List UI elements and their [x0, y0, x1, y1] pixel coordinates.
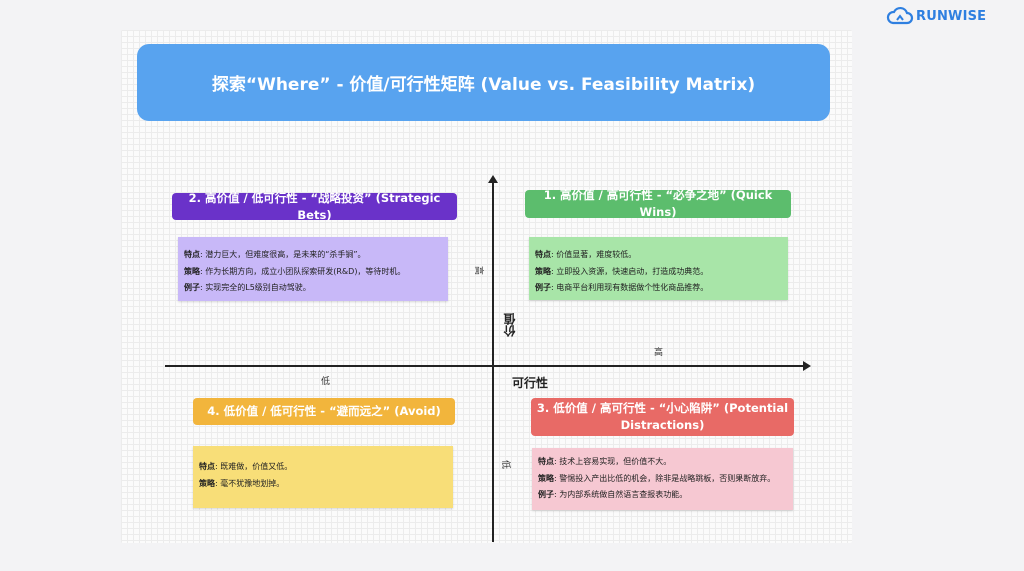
x-axis-title: 可行性	[512, 376, 549, 390]
y-axis-title: 价值	[503, 313, 517, 337]
brand-logo: RUNWISE	[886, 6, 986, 26]
list-item: 特点: 价值显著，难度较低。	[535, 250, 637, 259]
list-item: 例子: 实现完全的L5级别自动驾驶。	[184, 283, 311, 292]
x-axis-low-label: 低	[321, 377, 331, 387]
y-axis-low-label: 低	[500, 459, 511, 470]
list-item: 策略: 毫不犹豫地划掉。	[199, 478, 285, 488]
quadrant-1-title: 1. 高价值 / 高可行性 - “必争之地” (Quick Wins)	[525, 188, 791, 219]
list-item: 策略: 立即投入资源，快速启动，打造成功典范。	[535, 266, 709, 276]
y-axis-high-label: 高	[473, 265, 484, 276]
y-axis-line	[492, 183, 494, 542]
x-axis-high-label: 高	[654, 348, 664, 358]
list-item: 特点: 既难做，价值又低。	[199, 462, 293, 471]
quadrant-2-title: 2. 高价值 / 低可行性 - “战略投资” (Strategic Bets)	[172, 191, 457, 222]
list-item: 特点: 技术上容易实现，但价值不大。	[538, 457, 672, 466]
cloud-logo-icon	[886, 6, 914, 25]
x-axis-line	[165, 365, 803, 367]
list-item: 例子: 电商平台利用现有数据做个性化商品推荐。	[535, 283, 709, 292]
x-axis-arrow-icon	[803, 361, 811, 371]
list-item: 策略: 作为长期方向，成立小团队探索研发(R&D)，等待时机。	[184, 266, 406, 276]
quadrant-4-note: 特点: 既难做，价值又低。 策略: 毫不犹豫地划掉。	[193, 446, 453, 508]
quadrant-3-note: 特点: 技术上容易实现，但价值不大。 策略: 警惕投入产出比低的机会，除非是战略…	[532, 448, 793, 510]
quadrant-3-title: 3. 低价值 / 高可行性 - “小心陷阱” (Potential Distra…	[531, 398, 794, 436]
y-axis-arrow-icon	[488, 175, 498, 183]
list-item: 策略: 警惕投入产出比低的机会，除非是战略跳板，否则果断放弃。	[538, 473, 776, 483]
list-item: 例子: 为内部系统做自然语言查报表功能。	[538, 490, 688, 499]
quadrant-4-title: 4. 低价值 / 低可行性 - “避而远之” (Avoid)	[193, 398, 455, 425]
page-title: 探索“Where” - 价值/可行性矩阵 (Value vs. Feasibil…	[137, 44, 830, 121]
quadrant-1-note: 特点: 价值显著，难度较低。 策略: 立即投入资源，快速启动，打造成功典范。 例…	[529, 237, 788, 300]
quadrant-2-note: 特点: 潜力巨大，但难度很高，是未来的“杀手锏”。 策略: 作为长期方向，成立小…	[178, 237, 448, 301]
list-item: 特点: 潜力巨大，但难度很高，是未来的“杀手锏”。	[184, 250, 366, 259]
brand-name: RUNWISE	[916, 8, 987, 24]
